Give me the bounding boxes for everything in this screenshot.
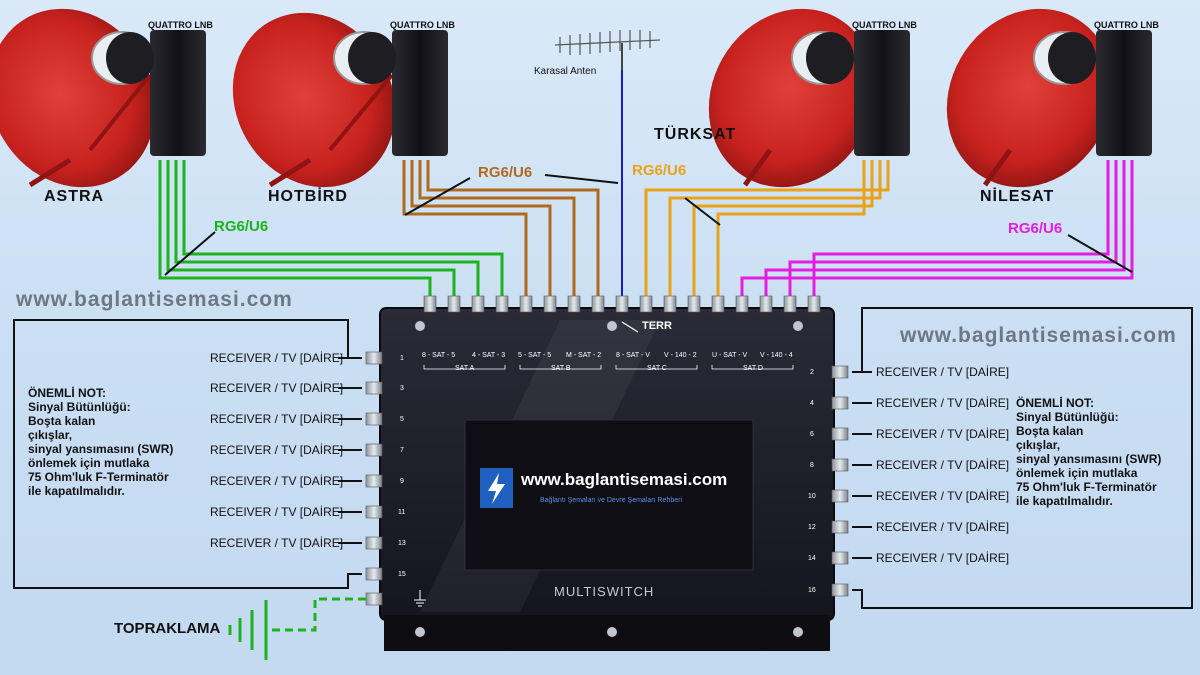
antenna-label: Karasal Anten bbox=[534, 66, 597, 77]
terrestrial-antenna-icon bbox=[554, 30, 661, 70]
output-number: 7 bbox=[400, 447, 404, 454]
receiver-label: RECEIVER / TV [DAİRE] bbox=[876, 365, 1010, 379]
receiver-label: RECEIVER / TV [DAİRE] bbox=[210, 443, 344, 457]
sat-input-label: 5 - SAT - 5 bbox=[518, 352, 552, 359]
multiswitch-input-ports bbox=[423, 295, 821, 313]
receiver-label: RECEIVER / TV [DAİRE] bbox=[210, 351, 344, 365]
sat-input-label: V - 140 - 2 bbox=[664, 352, 697, 359]
output-number: 9 bbox=[400, 478, 404, 485]
important-note-right: ÖNEMLİ NOT: Sinyal Bütünlüğü: Boşta kala… bbox=[1016, 396, 1162, 508]
sat-group-label: SAT A bbox=[455, 365, 475, 372]
sat-input-label: 8 - SAT - V bbox=[616, 352, 650, 359]
receiver-label: RECEIVER / TV [DAİRE] bbox=[210, 381, 344, 395]
sat-name-turksat: TÜRKSAT bbox=[654, 126, 737, 143]
sat-input-label: M - SAT - 2 bbox=[566, 352, 602, 359]
cable-label-hotbird: RG6/U6 bbox=[478, 164, 533, 181]
left-receiver-lines bbox=[13, 319, 362, 589]
sat-group-label: SAT B bbox=[551, 365, 571, 372]
right-receiver-lines bbox=[852, 307, 1193, 609]
nilesat-cables bbox=[740, 160, 1134, 300]
watermark: www.baglantisemasi.com bbox=[900, 324, 1177, 347]
sat-group-label: SAT D bbox=[743, 365, 763, 372]
output-number: 2 bbox=[810, 369, 814, 376]
important-note-left: ÖNEMLİ NOT: Sinyal Bütünlüğü: Boşta kala… bbox=[28, 386, 174, 498]
lnb-label-turksat: QUATTRO LNB bbox=[852, 20, 917, 30]
receiver-label: RECEIVER / TV [DAİRE] bbox=[876, 427, 1010, 441]
receiver-label: RECEIVER / TV [DAİRE] bbox=[876, 520, 1010, 534]
output-number: 8 bbox=[810, 462, 814, 469]
receiver-label: RECEIVER / TV [DAİRE] bbox=[210, 505, 344, 519]
sat-name-nilesat: NİLESAT bbox=[980, 188, 1055, 205]
lightning-bolt-icon bbox=[488, 473, 505, 504]
output-number: 3 bbox=[400, 385, 404, 392]
ground-label: TOPRAKLAMA bbox=[114, 620, 221, 637]
logo-text: www.baglantisemasi.com bbox=[521, 470, 728, 489]
output-number: 6 bbox=[810, 431, 814, 438]
dish-astra bbox=[0, 8, 206, 188]
lnb-label-hotbird: QUATTRO LNB bbox=[390, 20, 455, 30]
output-number: 5 bbox=[400, 416, 404, 423]
output-number: 11 bbox=[398, 509, 406, 516]
cable-label-astra: RG6/U6 bbox=[214, 218, 269, 235]
hotbird-cables bbox=[402, 160, 600, 300]
sat-group-label: SAT C bbox=[647, 365, 667, 372]
dish-turksat bbox=[708, 8, 910, 188]
output-number: 12 bbox=[808, 524, 816, 531]
output-number: 14 bbox=[808, 555, 816, 562]
sat-name-hotbird: HOTBİRD bbox=[268, 188, 348, 205]
lnb-label-astra: QUATTRO LNB bbox=[148, 20, 213, 30]
astra-cables bbox=[158, 160, 504, 300]
dish-nilesat bbox=[946, 8, 1152, 188]
receiver-label: RECEIVER / TV [DAİRE] bbox=[876, 396, 1010, 410]
sat-input-label: 4 - SAT - 3 bbox=[472, 352, 506, 359]
logo-subtitle: Bağlantı Şemaları ve Devre Şemaları Rehb… bbox=[540, 497, 683, 504]
multiswitch-left-ports bbox=[365, 351, 383, 606]
receiver-label: RECEIVER / TV [DAİRE] bbox=[210, 474, 344, 488]
receiver-label: RECEIVER / TV [DAİRE] bbox=[210, 412, 344, 426]
sat-input-label: V - 140 - 4 bbox=[760, 352, 793, 359]
dish-hotbird bbox=[232, 12, 448, 188]
turksat-cables bbox=[644, 160, 890, 300]
ground-symbol-icon bbox=[228, 590, 426, 660]
output-number: 13 bbox=[398, 540, 406, 547]
output-number: 1 bbox=[400, 355, 404, 362]
output-number: 10 bbox=[808, 493, 816, 500]
cable-label-turksat: RG6/U6 bbox=[632, 162, 687, 179]
sat-name-astra: ASTRA bbox=[44, 188, 105, 205]
cable-label-nilesat: RG6/U6 bbox=[1008, 220, 1063, 237]
lnb-label-nilesat: QUATTRO LNB bbox=[1094, 20, 1159, 30]
multiswitch-body bbox=[379, 307, 835, 651]
receiver-label: RECEIVER / TV [DAİRE] bbox=[876, 458, 1010, 472]
multiswitch-name: MULTISWITCH bbox=[554, 584, 655, 599]
terr-label: TERR bbox=[642, 320, 672, 332]
output-number: 4 bbox=[810, 400, 814, 407]
output-number: 15 bbox=[398, 571, 406, 578]
sat-input-label: U - SAT - V bbox=[712, 352, 748, 359]
receiver-label: RECEIVER / TV [DAİRE] bbox=[876, 489, 1010, 503]
output-number: 16 bbox=[808, 587, 816, 594]
receiver-label: RECEIVER / TV [DAİRE] bbox=[210, 536, 344, 550]
logo-badge bbox=[480, 468, 513, 508]
multiswitch-right-ports bbox=[831, 365, 849, 597]
sat-input-label: 8 - SAT - 5 bbox=[422, 352, 456, 359]
watermark: www.baglantisemasi.com bbox=[16, 288, 293, 311]
receiver-label: RECEIVER / TV [DAİRE] bbox=[876, 551, 1010, 565]
